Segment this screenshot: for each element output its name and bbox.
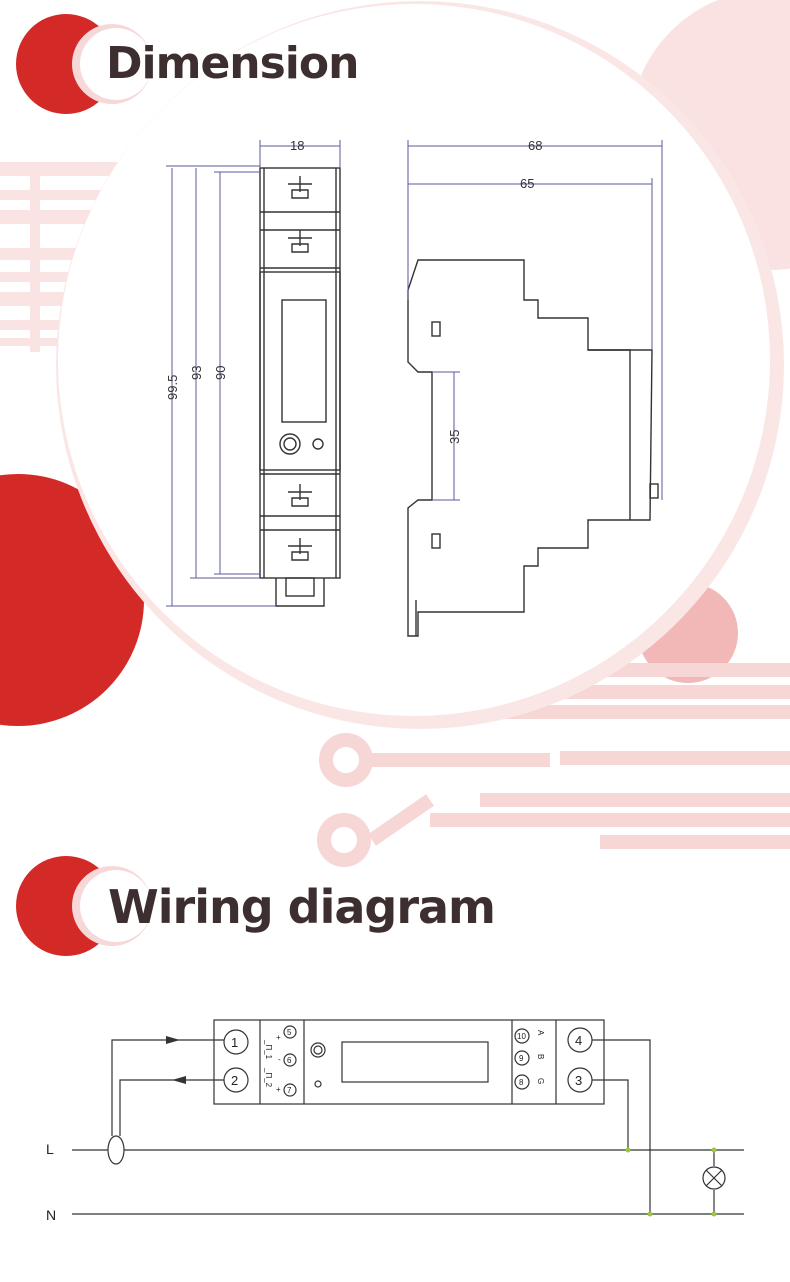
terminal-label-2: 2 (231, 1073, 238, 1088)
terminal-5 (283, 1025, 297, 1039)
terminal-label-6: 6 (287, 1056, 292, 1065)
dimension-lines (166, 140, 663, 607)
terminal-8 (514, 1074, 530, 1090)
pulse-sign-3: + (276, 1085, 281, 1094)
terminal-label-7: 7 (287, 1086, 292, 1095)
badge-wiring (16, 856, 152, 956)
side-view (407, 259, 659, 637)
badge-dimension (16, 14, 152, 114)
meter-led-icon (314, 1080, 322, 1088)
terminal-10 (514, 1028, 530, 1044)
arrow-right-icon (166, 1036, 180, 1044)
dim-label-depth-body: 65 (520, 176, 534, 191)
terminal-label-4: 4 (575, 1033, 582, 1048)
section-title-dimension: Dimension (106, 38, 359, 89)
pulse-sign-2: - (278, 1055, 281, 1064)
dim-label-width: 18 (290, 138, 304, 153)
terminal-1 (223, 1029, 249, 1055)
meter-display (341, 1041, 489, 1083)
terminal-6 (283, 1053, 297, 1067)
dim-label-height-mid: 93 (189, 366, 204, 380)
circuit-pattern-right (317, 663, 790, 867)
current-transformer (107, 1135, 125, 1165)
front-display-window (281, 299, 327, 423)
terminal-screw-icons (288, 176, 312, 561)
dim-label-depth-total: 68 (528, 138, 542, 153)
terminal-label-3: 3 (575, 1073, 582, 1088)
arrow-left-icon (172, 1076, 186, 1084)
terminal-label-1: 1 (231, 1035, 238, 1050)
pulse-label-2: _Π_2 (264, 1067, 273, 1088)
meter-button-icon (310, 1042, 326, 1058)
terminal-label-5: 5 (287, 1028, 292, 1037)
main-circle (58, 4, 770, 716)
rs485-label-b: B (536, 1054, 545, 1059)
section-title-wiring: Wiring diagram (108, 880, 496, 934)
dim-label-rail: 35 (447, 430, 462, 444)
rs485-label-a: A (536, 1030, 545, 1036)
rs485-label-g: G (536, 1078, 545, 1084)
terminal-label-8: 8 (519, 1078, 524, 1087)
dim-label-height-total: 99.5 (165, 375, 180, 400)
front-led-icon (312, 438, 324, 450)
front-view (259, 167, 341, 607)
meter-body (213, 1019, 605, 1105)
current-arrows (166, 1036, 186, 1084)
dim-label-height-inner: 90 (213, 366, 228, 380)
pulse-label-1: _Π_1 (264, 1039, 273, 1060)
terminal-9 (514, 1050, 530, 1066)
line-label-n: N (46, 1207, 56, 1223)
front-button-icon (279, 433, 301, 455)
terminal-label-10: 10 (517, 1032, 526, 1041)
line-label-l: L (46, 1141, 54, 1157)
din-clip (275, 578, 325, 607)
terminal-7 (283, 1083, 297, 1097)
junction-dots (625, 1147, 717, 1217)
pulse-sign-1: + (276, 1033, 281, 1042)
terminal-label-9: 9 (519, 1054, 524, 1063)
